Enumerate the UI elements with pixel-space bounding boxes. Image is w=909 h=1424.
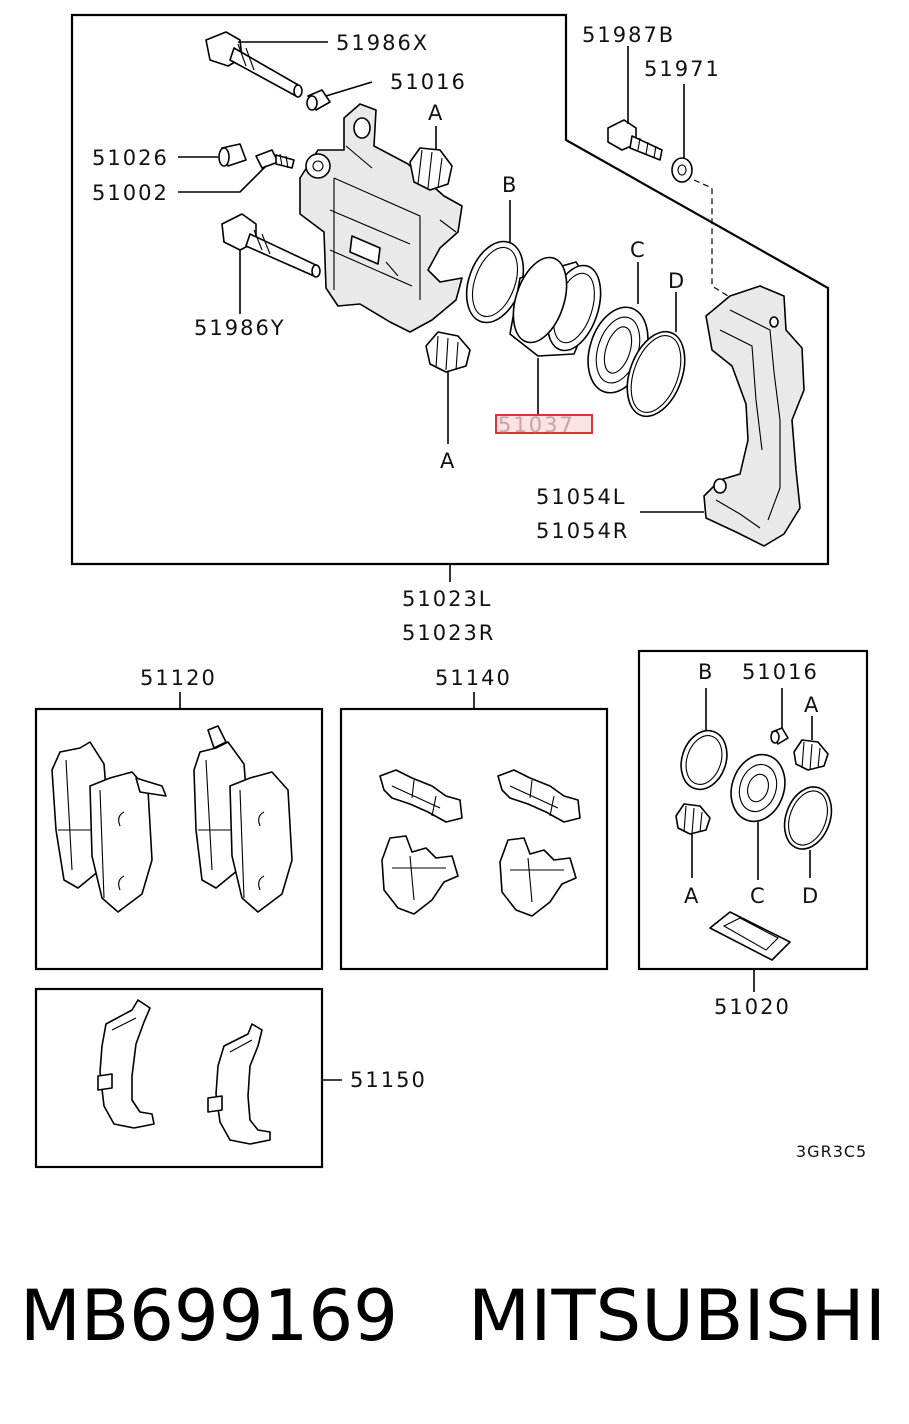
label-51023r: 51023R bbox=[402, 621, 495, 645]
bleeder-screw-51002 bbox=[255, 149, 295, 169]
label-51016-top: 51016 bbox=[390, 70, 467, 94]
caliper-bracket-51054 bbox=[703, 285, 805, 547]
boot-a-upper bbox=[409, 147, 453, 191]
label-kit-b: B bbox=[698, 660, 714, 684]
label-kit-c: C bbox=[750, 884, 767, 908]
label-51054r: 51054R bbox=[536, 519, 629, 543]
label-51054l: 51054L bbox=[536, 485, 627, 509]
label-c-main: C bbox=[630, 238, 647, 262]
kit-dust-boot-c bbox=[730, 753, 786, 823]
retaining-ring-d bbox=[626, 330, 686, 418]
label-kit-a-bottom: A bbox=[684, 884, 700, 908]
pad-set-frame bbox=[34, 707, 324, 971]
pad-shims bbox=[97, 999, 271, 1145]
washer-51971 bbox=[671, 157, 693, 183]
label-51023l: 51023L bbox=[402, 587, 493, 611]
clip-set-frame bbox=[339, 707, 609, 971]
label-51002: 51002 bbox=[92, 181, 169, 205]
label-51140: 51140 bbox=[435, 666, 512, 690]
label-kit-d: D bbox=[802, 884, 820, 908]
kit-boot-a-upper bbox=[793, 739, 829, 771]
label-d-main: D bbox=[668, 269, 686, 293]
guide-pin-51986y bbox=[221, 213, 321, 278]
pad-clips bbox=[379, 769, 581, 917]
drawing-code: 3GR3C5 bbox=[796, 1142, 867, 1161]
piston-51037 bbox=[509, 256, 602, 357]
boot-a-lower bbox=[425, 331, 471, 373]
label-b-main: B bbox=[502, 173, 518, 197]
brake-pad-left bbox=[51, 741, 167, 913]
guide-pin-51986x bbox=[205, 31, 303, 98]
label-51120: 51120 bbox=[140, 666, 217, 690]
label-a-top: A bbox=[428, 101, 444, 125]
brake-pad-right bbox=[193, 725, 293, 913]
sleeve-51016 bbox=[306, 89, 331, 111]
seal-kit-frame bbox=[637, 649, 869, 971]
caliper-body bbox=[299, 103, 463, 333]
brand-name: MITSUBISHI bbox=[468, 1275, 886, 1357]
label-51037: 51037 bbox=[498, 413, 575, 437]
label-51987b: 51987B bbox=[582, 23, 675, 47]
kit-sleeve-51016 bbox=[770, 727, 789, 745]
label-kit-a-top: A bbox=[804, 693, 820, 717]
bolt-51987b bbox=[607, 119, 663, 161]
label-51986x: 51986X bbox=[336, 31, 429, 55]
label-51026: 51026 bbox=[92, 146, 169, 170]
bleeder-cap-51026 bbox=[218, 143, 247, 167]
grease-packet bbox=[709, 911, 791, 961]
highlight-51037 bbox=[495, 414, 593, 434]
kit-ring-d bbox=[783, 786, 833, 850]
label-51020: 51020 bbox=[714, 995, 791, 1019]
piston-seal-b bbox=[465, 240, 525, 324]
shim-set-frame bbox=[34, 987, 324, 1169]
label-51971: 51971 bbox=[644, 57, 721, 81]
caliper-assembly-frame bbox=[70, 13, 830, 566]
label-51986y: 51986Y bbox=[194, 316, 286, 340]
part-number: MB699169 bbox=[20, 1275, 398, 1357]
kit-boot-a-lower bbox=[675, 803, 711, 835]
kit-seal-b bbox=[680, 729, 728, 791]
label-51016-kit: 51016 bbox=[742, 660, 819, 684]
label-a-bottom: A bbox=[440, 449, 456, 473]
label-51150: 51150 bbox=[350, 1068, 427, 1092]
